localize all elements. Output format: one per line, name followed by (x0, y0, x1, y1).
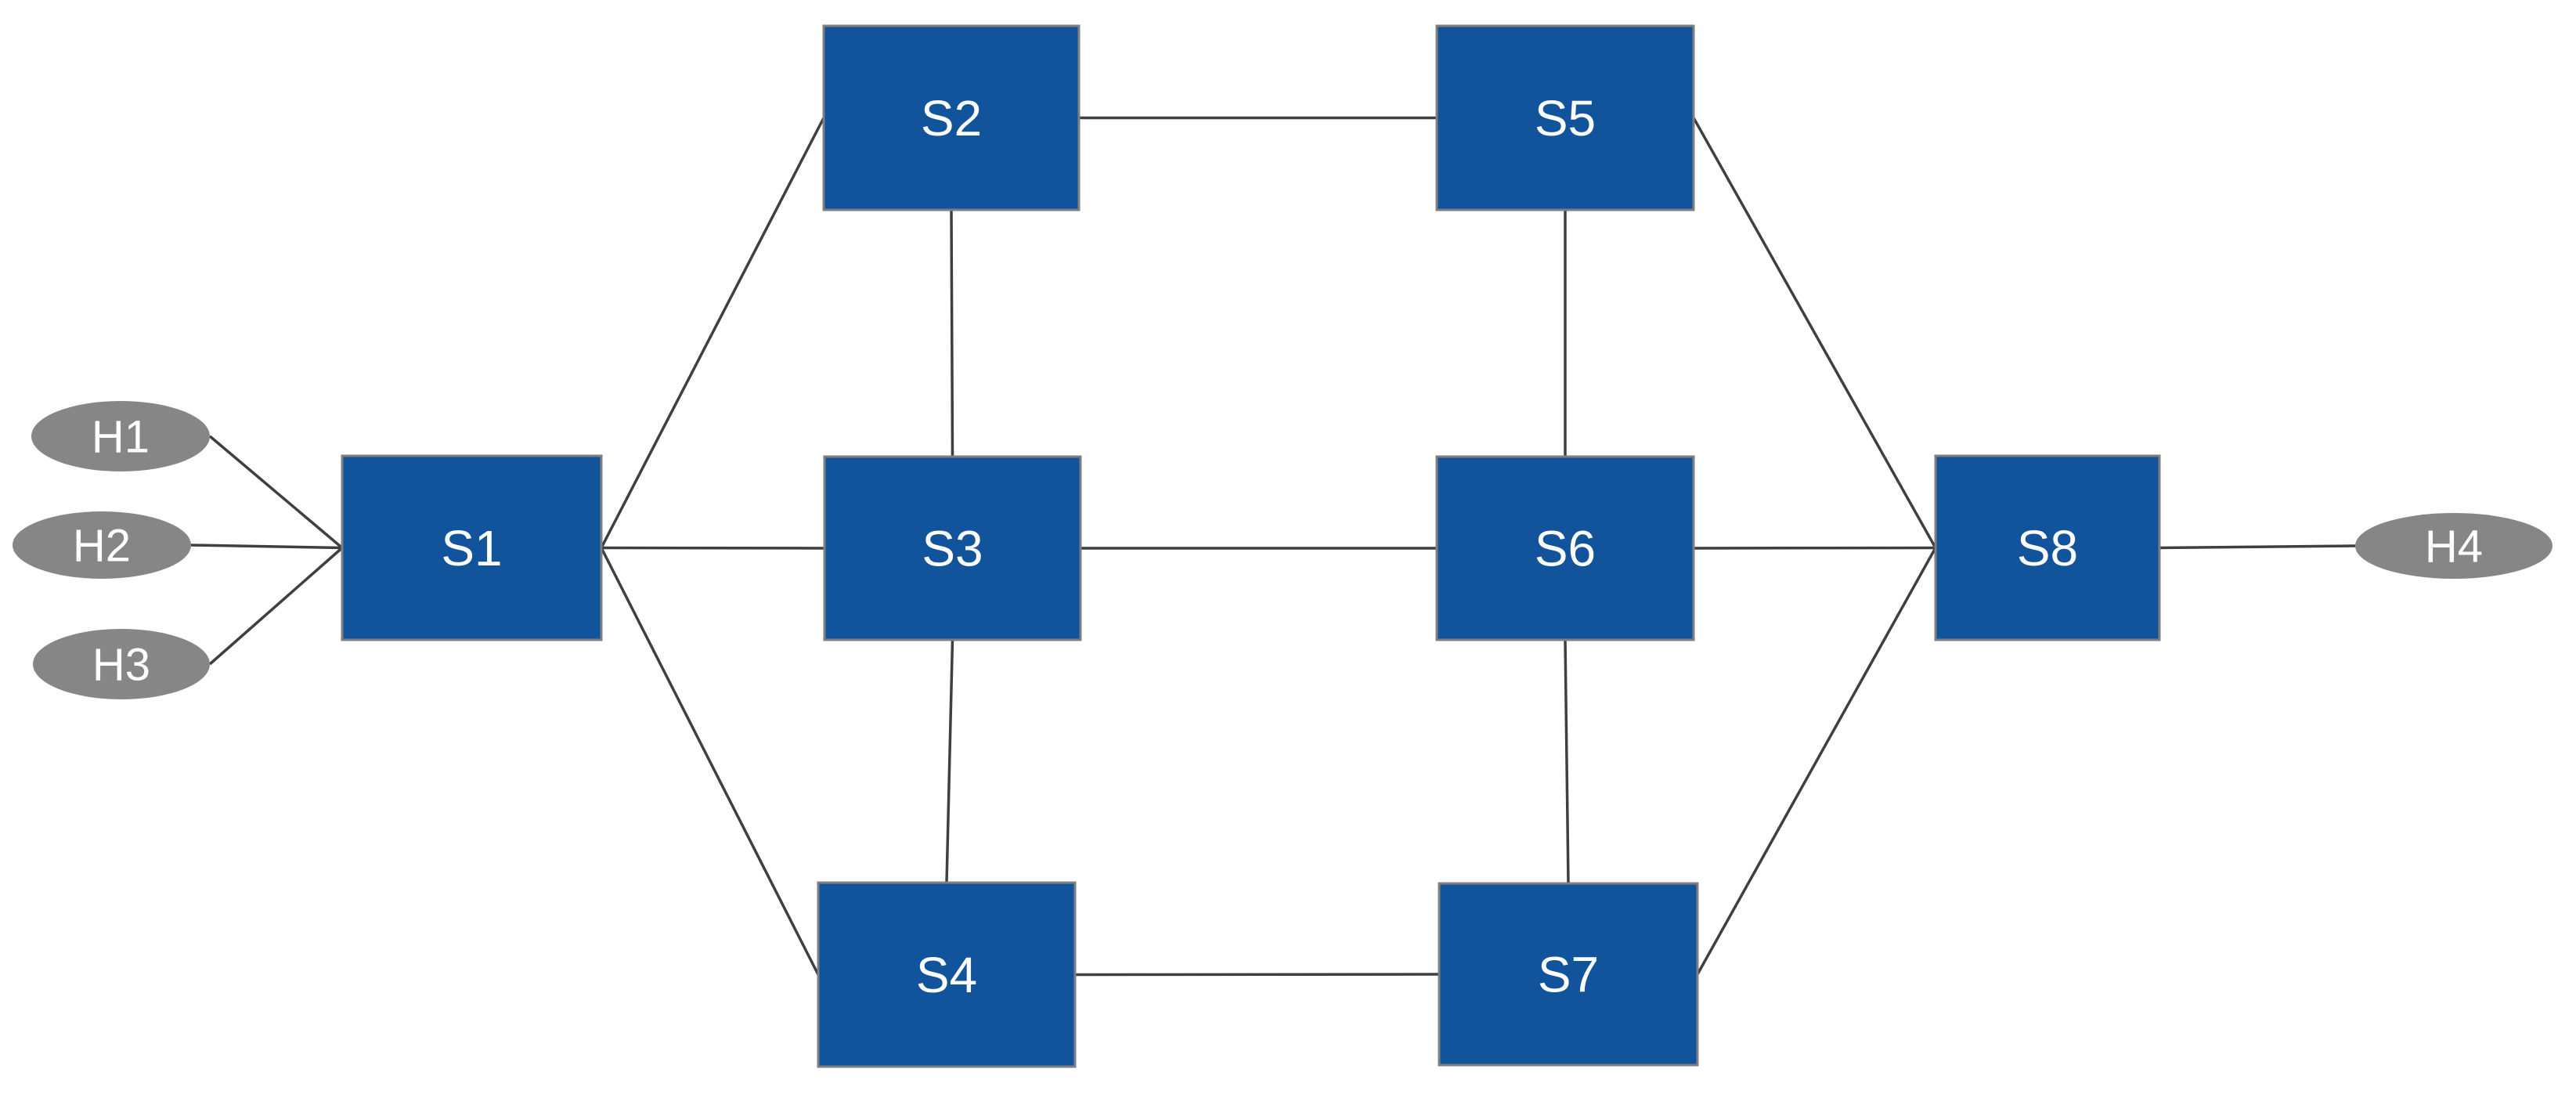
node-label-s2: S2 (921, 90, 982, 146)
host-ellipse-h3 (33, 629, 210, 699)
switch-rect-s3 (823, 455, 1082, 641)
link-h3-s1 (208, 547, 344, 666)
switch-node-s7: S7 (1438, 882, 1699, 1067)
node-label-s4: S4 (916, 947, 977, 1003)
node-label-s3: S3 (922, 520, 983, 576)
switch-node-s3: S3 (823, 455, 1082, 641)
node-label-s8: S8 (2017, 520, 2078, 576)
node-label-s1: S1 (441, 520, 502, 576)
link-s4-s7 (1074, 973, 1440, 977)
host-node-h3: H3 (33, 629, 210, 699)
switch-rect-s4 (817, 881, 1077, 1068)
node-label-s6: S6 (1535, 520, 1596, 576)
host-node-h4: H4 (2355, 513, 2553, 579)
link-h1-s1 (208, 435, 344, 549)
link-s3-s4 (945, 639, 954, 883)
link-s1-s3 (601, 546, 825, 550)
node-label-s7: S7 (1538, 946, 1599, 1002)
switch-rect-s5 (1435, 24, 1695, 211)
node-label-h3: H3 (92, 639, 150, 690)
host-ellipse-h2 (13, 511, 191, 579)
node-label-h4: H4 (2425, 521, 2483, 572)
node-label-h2: H2 (73, 520, 131, 571)
switch-node-s2: S2 (822, 24, 1081, 211)
switch-node-s8: S8 (1934, 454, 2161, 641)
host-ellipse-h1 (31, 401, 210, 471)
switch-rect-s2 (822, 24, 1081, 211)
link-s7-s8 (1696, 547, 1937, 975)
switch-rect-s6 (1435, 455, 1695, 641)
link-s5-s8 (1692, 117, 1937, 549)
node-label-h1: H1 (92, 411, 150, 462)
link-h2-s1 (190, 544, 343, 550)
switch-node-s4: S4 (817, 881, 1077, 1068)
switch-rect-s8 (1934, 454, 2161, 641)
links-layer (190, 116, 2356, 977)
node-label-s5: S5 (1535, 90, 1596, 146)
switch-node-s5: S5 (1435, 24, 1695, 211)
link-s8-h4 (2159, 544, 2356, 550)
host-node-h1: H1 (31, 401, 210, 471)
link-s1-s2 (600, 117, 825, 549)
switch-node-s6: S6 (1435, 455, 1695, 641)
host-ellipse-h4 (2355, 513, 2553, 579)
link-s2-s3 (950, 209, 954, 457)
link-s6-s7 (1564, 639, 1570, 884)
host-node-h2: H2 (13, 511, 191, 579)
switch-rect-s7 (1438, 882, 1699, 1067)
link-s6-s8 (1693, 546, 1936, 550)
switch-rect-s1 (341, 454, 603, 641)
switch-node-s1: S1 (341, 454, 603, 641)
link-s1-s4 (600, 547, 820, 976)
